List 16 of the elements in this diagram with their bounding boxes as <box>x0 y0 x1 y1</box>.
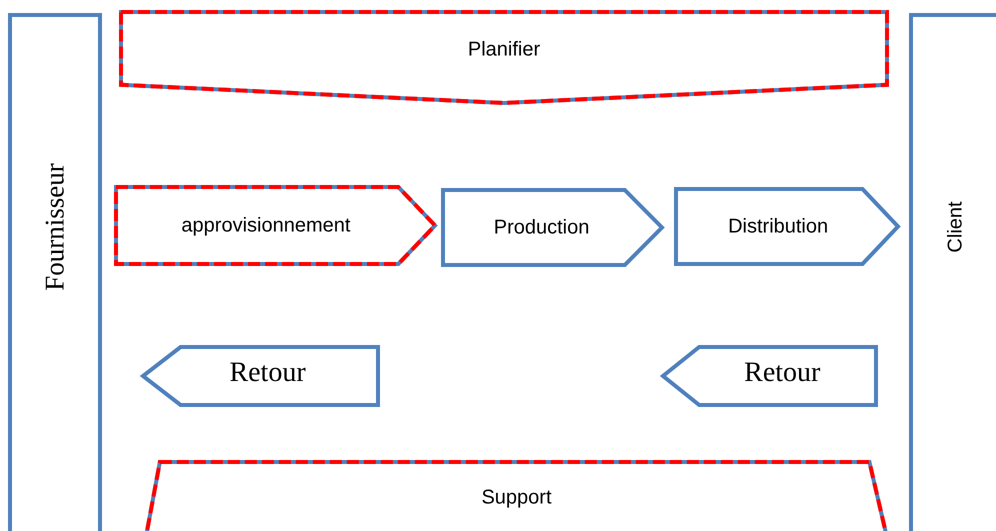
node-label: Planifier <box>468 38 540 62</box>
node-label: Fournisseur <box>40 163 70 291</box>
node-label: Retour <box>229 357 306 390</box>
node-label: Distribution <box>728 215 828 238</box>
chevron-shape <box>676 189 898 264</box>
trapezoid-shape <box>145 462 888 531</box>
node-label: Retour <box>744 357 820 390</box>
node-label: Client <box>944 201 968 253</box>
vertical-bar <box>10 15 100 531</box>
banner-shape <box>121 12 887 103</box>
node-label: Support <box>481 486 552 510</box>
chevron-shape <box>116 187 435 264</box>
node-label: approvisionnement <box>181 214 350 237</box>
node-label: Production <box>494 216 590 239</box>
chevron-shape <box>443 190 662 265</box>
vertical-bar <box>911 15 996 531</box>
